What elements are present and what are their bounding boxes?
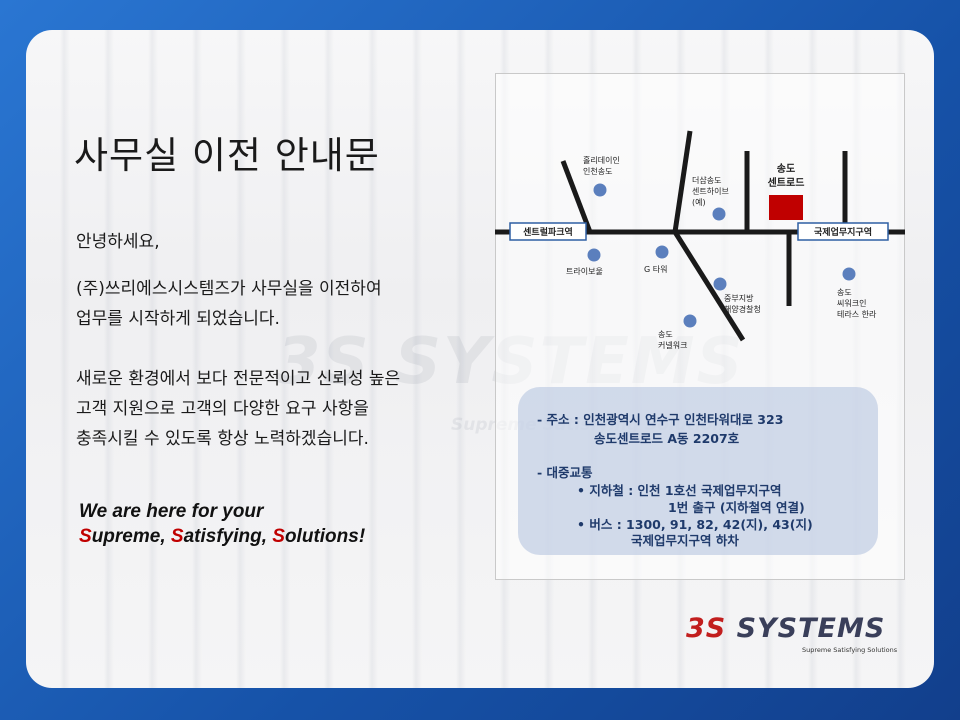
road [672,230,746,342]
address-info-box [518,387,878,555]
landmark-label: 트라이보울 [566,266,603,276]
location-map: 센트럴파크역 국제업무지구역 송도 센트로드 홀리데이인 인천송도 더샵송도 센… [495,130,905,350]
landmark-label: 커넬워크 [658,341,687,350]
subway-info: • 지하철 : 인천 1호선 국제업무지구역 [577,483,782,498]
paragraph-line: (주)쓰리에스시스템즈가 사무실을 이전하여 [76,279,382,299]
station-box [509,222,587,241]
slogan-word: atisfying, [183,526,273,547]
landmark-label: 중부지방 [724,293,754,303]
bus-info: • 버스 : 1300, 91, 82, 42(지), 43(지) [577,517,813,532]
landmark-label: (예) [692,197,706,207]
paragraph-line: 업무를 시작하게 되었습니다. [76,309,280,329]
slogan-line-1: We are here for your [79,501,264,522]
destination-label: 송도 [777,163,795,175]
address-line: - 주소 : 인천광역시 연수구 인천타워대로 323 [537,412,784,427]
landmark-label: 홀리데이인 [583,155,620,165]
slogan: We are here for your Supreme, Satisfying… [79,499,365,549]
slogan-initial: S [79,526,92,547]
destination-marker [769,195,803,220]
landmark-label: 씨워크인 [837,298,866,308]
slogan-line-2: Supreme, Satisfying, Solutions! [79,524,365,549]
station-label: 센트럴파크역 [523,226,573,238]
commitment-paragraph: 새로운 환경에서 보다 전문적이고 신뢰성 높은 고객 지원으로 고객의 다양한… [76,364,400,454]
slogan-word: olutions! [284,526,366,547]
paragraph-line: 고객 지원으로 고객의 다양한 요구 사항을 [76,399,369,419]
landmark-label: 더샵송도 [692,175,721,185]
paragraph-line: 새로운 환경에서 보다 전문적이고 신뢰성 높은 [76,369,401,389]
landmark-dot [713,277,727,291]
landmark-label: 해양경찰청 [724,304,761,314]
logo-prefix: 3S [686,613,727,644]
destination-label: 센트로드 [768,176,805,189]
logo-tagline: Supreme Satisfying Solutions [802,646,898,654]
transit-heading: - 대중교통 [537,465,593,480]
company-logo: 3S SYSTEMS Supreme Satisfying Solutions [686,613,897,654]
landmark-dot [842,267,856,281]
landmark-dot [712,207,726,221]
slide-title: 사무실 이전 안내문 [74,134,380,177]
station-label: 국제업무지구역 [814,226,872,238]
slogan-word: upreme, [91,526,171,547]
slogan-initial: S [170,526,184,547]
landmark-label: 센트하이브 [692,186,729,196]
address-line: 송도센트로드 A동 2207호 [594,431,740,446]
landmark-label: 송도 [658,330,673,339]
slogan-initial: S [272,526,285,547]
station-box [797,222,889,241]
bus-stop-info: 국제업무지구역 하차 [631,533,739,548]
relocation-paragraph: (주)쓰리에스시스템즈가 사무실을 이전하여 업무를 시작하게 되었습니다. [76,274,382,334]
logo-name: SYSTEMS [736,613,886,644]
landmark-dot [655,245,669,259]
landmark-dot [683,314,697,328]
landmark-label: 송도 [837,288,852,297]
road [560,160,593,233]
road [672,130,693,233]
landmark-label: 인천송도 [583,166,612,176]
landmark-dot [587,248,601,262]
subway-exit-info: 1번 출구 (지하철역 연결) [668,500,805,515]
landmark-label: 테라스 한라 [837,310,877,319]
landmark-label: G 타워 [644,265,667,274]
paragraph-line: 충족시킬 수 있도록 항상 노력하겠습니다. [76,429,369,449]
greeting-text: 안녕하세요, [76,232,160,252]
landmark-dot [593,183,607,197]
